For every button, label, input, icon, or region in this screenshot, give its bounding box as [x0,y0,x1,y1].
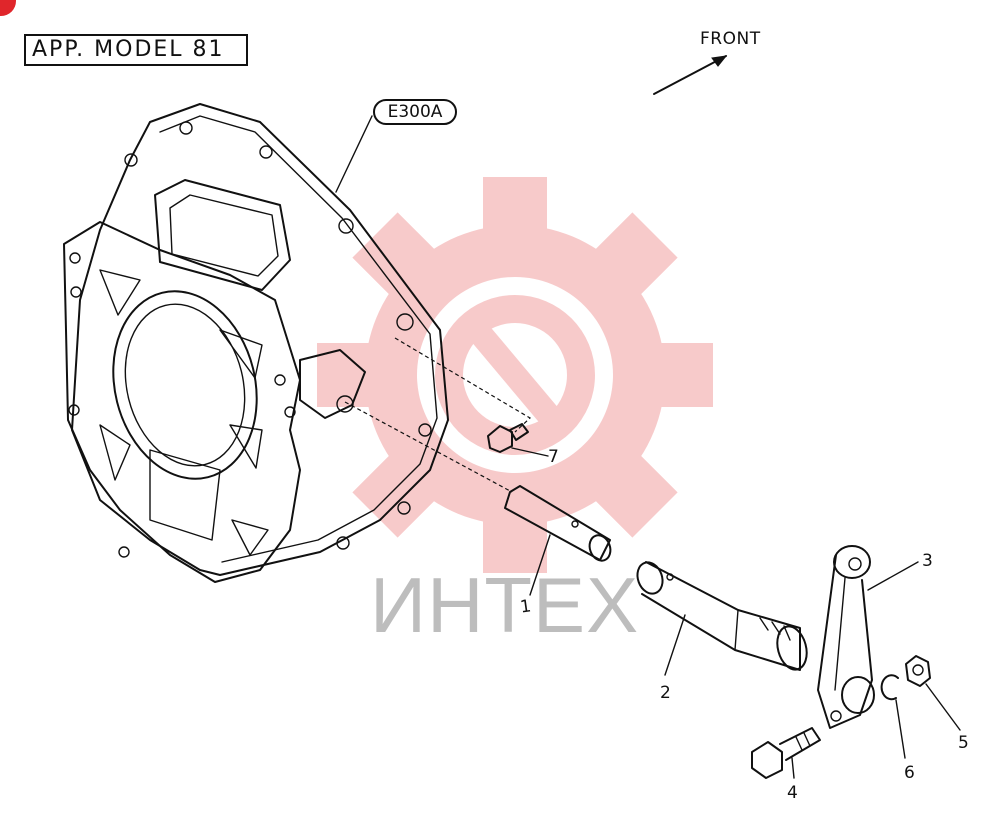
front-arrow [653,55,728,95]
front-label: FRONT [700,29,761,49]
leader-5 [925,683,961,731]
callout-1: 1 [519,596,533,617]
bell-housing [63,103,449,583]
shaft-axis [344,401,513,493]
assembly-code: E300A [373,99,457,125]
leader-6 [895,699,906,759]
leader-3 [867,561,919,591]
callout-6: 6 [904,763,915,783]
watermark-text: ИНТЕХ [370,561,640,649]
part-6-washer [880,674,899,701]
part-7-bolt [487,423,529,453]
leader-2 [664,614,686,676]
part-5-nut [905,655,931,687]
part-2-shaft [636,561,808,671]
part-1-pin [504,485,612,562]
model-label: APP. MODEL 81 [24,34,248,66]
leader-1 [529,534,551,596]
part-4-bolt [751,727,821,779]
bolt-axis [394,337,531,433]
leader-4 [791,757,795,779]
callout-7: 7 [548,447,559,467]
callout-2: 2 [660,683,671,703]
callout-3: 3 [922,551,933,571]
code-leader [335,115,373,193]
part-3-lever [817,545,875,729]
callout-4: 4 [787,783,798,803]
callout-5: 5 [958,733,969,753]
leader-7 [511,447,549,457]
